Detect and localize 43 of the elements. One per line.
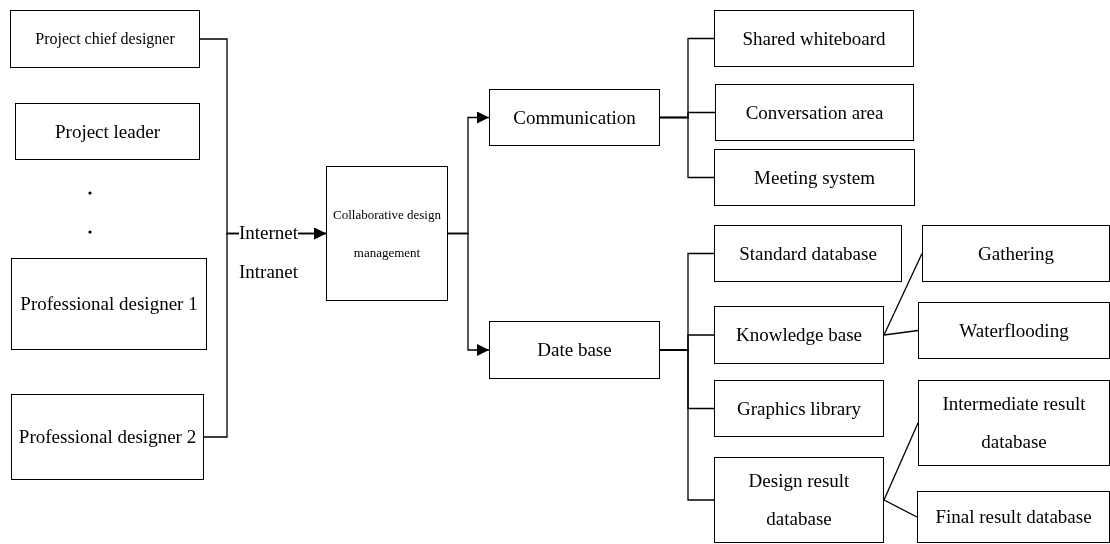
box-label: Project chief designer [35, 29, 175, 49]
connector-line [883, 422, 919, 501]
box-label: Collaborative design management [333, 205, 441, 262]
process-box [489, 89, 660, 146]
box-label: Professional designer 1 [20, 292, 198, 316]
box-label: Gathering [978, 242, 1054, 265]
box-label: Design result database [747, 469, 851, 531]
box-label: Standard database [739, 242, 877, 265]
process-box [15, 103, 200, 160]
connector-line [659, 116, 715, 179]
box-label: Project leader [55, 120, 160, 143]
process-box [918, 380, 1110, 466]
process-box [714, 457, 884, 543]
process-box [917, 491, 1110, 543]
process-box [714, 380, 884, 437]
connector-line [883, 252, 923, 336]
process-box [715, 84, 914, 141]
connector-line [883, 329, 919, 336]
connector-line [883, 499, 918, 518]
connector-line [659, 349, 715, 501]
box-label: Graphics library [737, 397, 861, 420]
box-label: Final result database [935, 506, 1092, 528]
process-box [489, 321, 660, 379]
box-label: Meeting system [754, 166, 875, 189]
box-label: Waterflooding [959, 319, 1069, 342]
box-label: Communication [513, 106, 636, 129]
process-box [714, 149, 915, 206]
box-label: Knowledge base [735, 324, 863, 346]
process-box [714, 225, 902, 282]
box-label: Conversation area [745, 101, 884, 124]
process-box [918, 302, 1110, 359]
process-box [714, 306, 884, 364]
box-label: Intermediate result database [941, 392, 1087, 454]
process-box [326, 166, 448, 301]
arrow [447, 232, 490, 356]
process-box [922, 225, 1110, 282]
process-box [11, 394, 204, 480]
process-box [11, 258, 207, 350]
process-box [714, 10, 914, 67]
box-label: Professional designer 2 [18, 425, 197, 449]
box-label: Date base [537, 339, 612, 361]
box-label: Shared whiteboard [742, 27, 886, 50]
process-box [10, 10, 200, 68]
